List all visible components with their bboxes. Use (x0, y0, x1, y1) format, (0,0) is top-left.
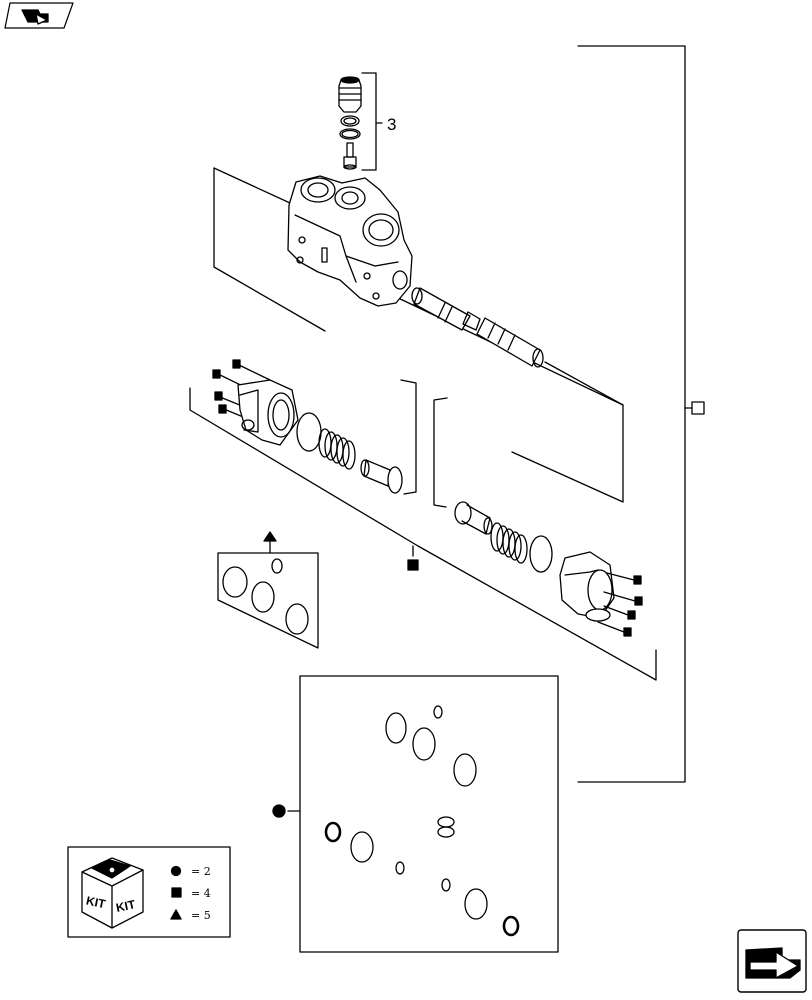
next-page-nav-button[interactable] (737, 929, 807, 993)
valve-body (287, 175, 413, 307)
kit-legend: KIT KIT = 2 = 4 = 5 (67, 846, 231, 938)
right-spring (490, 522, 528, 564)
kit-box-icon: KIT KIT (81, 857, 144, 929)
left-spring (318, 428, 356, 470)
next-page-arrow-icon (745, 947, 801, 979)
legend-square-symbol (171, 887, 182, 898)
circle-kit-panel (272, 675, 559, 953)
legend-square-text: = 4 (191, 887, 211, 900)
right-cap-screws (597, 572, 643, 637)
kit-word-left: KIT (85, 894, 107, 912)
legend-triangle-symbol (170, 909, 182, 920)
back-page-arrow-icon (21, 9, 49, 25)
right-spring-cap (559, 551, 615, 622)
legend-triangle-text: = 5 (191, 909, 211, 922)
legend-circle-text: = 2 (191, 865, 211, 878)
right-spring-seat (454, 501, 493, 535)
square-kit-marker (407, 559, 419, 571)
legend-circle-symbol (170, 865, 182, 877)
right-o-ring (529, 535, 553, 573)
callout-3: 3 (387, 115, 396, 134)
relief-valve-parts (338, 76, 362, 170)
spool (411, 287, 544, 368)
item-3-bracket (361, 72, 383, 171)
assembly-bracket (577, 45, 686, 783)
square-box-marker-icon (691, 401, 705, 415)
triangle-kit-panel (217, 531, 319, 649)
left-o-ring (296, 412, 322, 452)
back-page-nav-button[interactable] (4, 2, 74, 29)
left-spring-seat (360, 459, 403, 494)
left-spring-cap (237, 379, 299, 446)
kit-word-right: KIT (115, 897, 137, 915)
